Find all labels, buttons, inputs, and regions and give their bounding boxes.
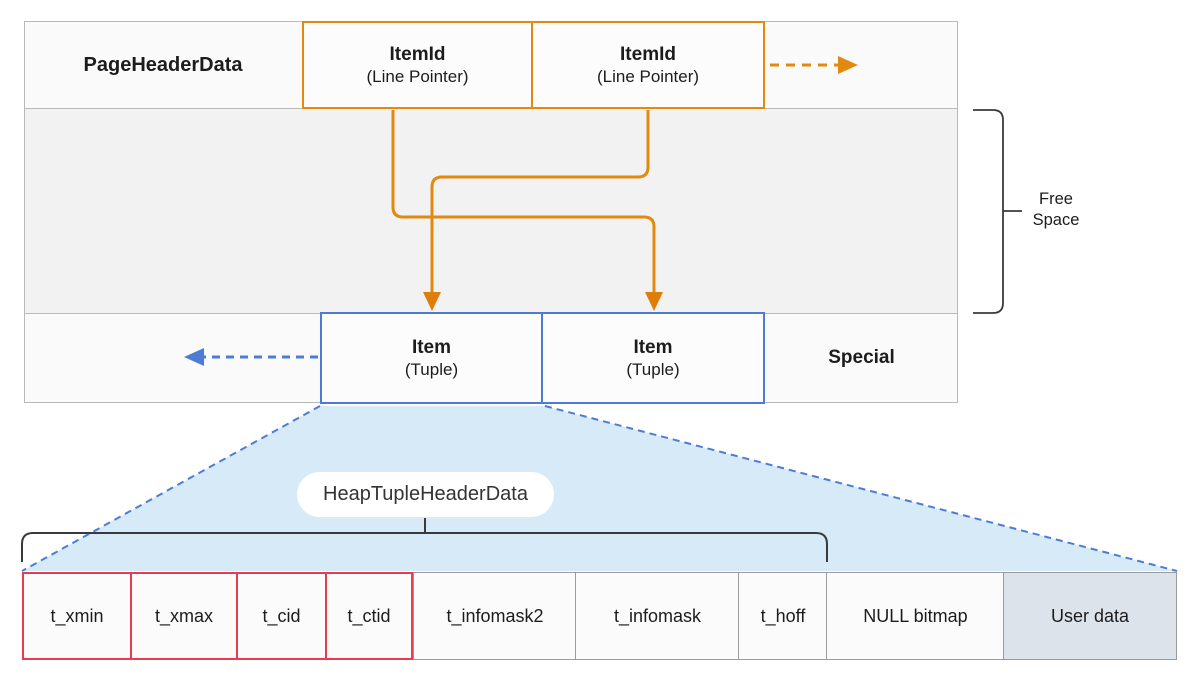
field-t-hoff: t_hoff: [738, 572, 828, 660]
field-user-data: User data: [1003, 572, 1177, 660]
heap-tuple-header-pill: HeapTupleHeaderData: [297, 472, 554, 517]
heap-tuple-header-bracket: [21, 518, 828, 562]
item-box-2: Item (Tuple): [541, 312, 765, 404]
item-1-title: Item: [411, 337, 452, 358]
field-t-cid: t_cid: [236, 572, 327, 660]
field-t-infomask2: t_infomask2: [413, 572, 577, 660]
free-space-line2: Space: [1032, 211, 1080, 229]
item-1-subtitle: (Tuple): [404, 360, 459, 379]
special-label: Special: [828, 347, 895, 368]
expansion-dashed-edge-right: [544, 405, 1178, 572]
item-box-1: Item (Tuple): [320, 312, 543, 404]
free-space-brace: [973, 109, 1022, 314]
free-space-label: Free Space: [1026, 189, 1086, 231]
field-null-bitmap: NULL bitmap: [826, 572, 1005, 660]
itemid-1-title: ItemId: [389, 44, 446, 65]
itemid-box-2: ItemId (Line Pointer): [531, 21, 765, 109]
field-t-xmin: t_xmin: [22, 572, 132, 660]
tuple-expansion-fill: [22, 406, 1177, 571]
page-header-label: PageHeaderData: [83, 53, 243, 76]
item-2-subtitle: (Tuple): [626, 360, 680, 379]
expansion-dashed-edge-left: [21, 405, 321, 572]
itemid-2-title: ItemId: [620, 44, 676, 65]
itemid-2-subtitle: (Line Pointer): [596, 67, 700, 86]
item-2-title: Item: [633, 337, 673, 358]
field-t-ctid: t_ctid: [325, 572, 413, 660]
itemid-1-subtitle: (Line Pointer): [366, 67, 469, 86]
free-space-line1: Free: [1039, 190, 1073, 208]
itemid-box-1: ItemId (Line Pointer): [302, 21, 533, 109]
field-t-xmax: t_xmax: [130, 572, 238, 660]
field-t-infomask: t_infomask: [575, 572, 740, 660]
